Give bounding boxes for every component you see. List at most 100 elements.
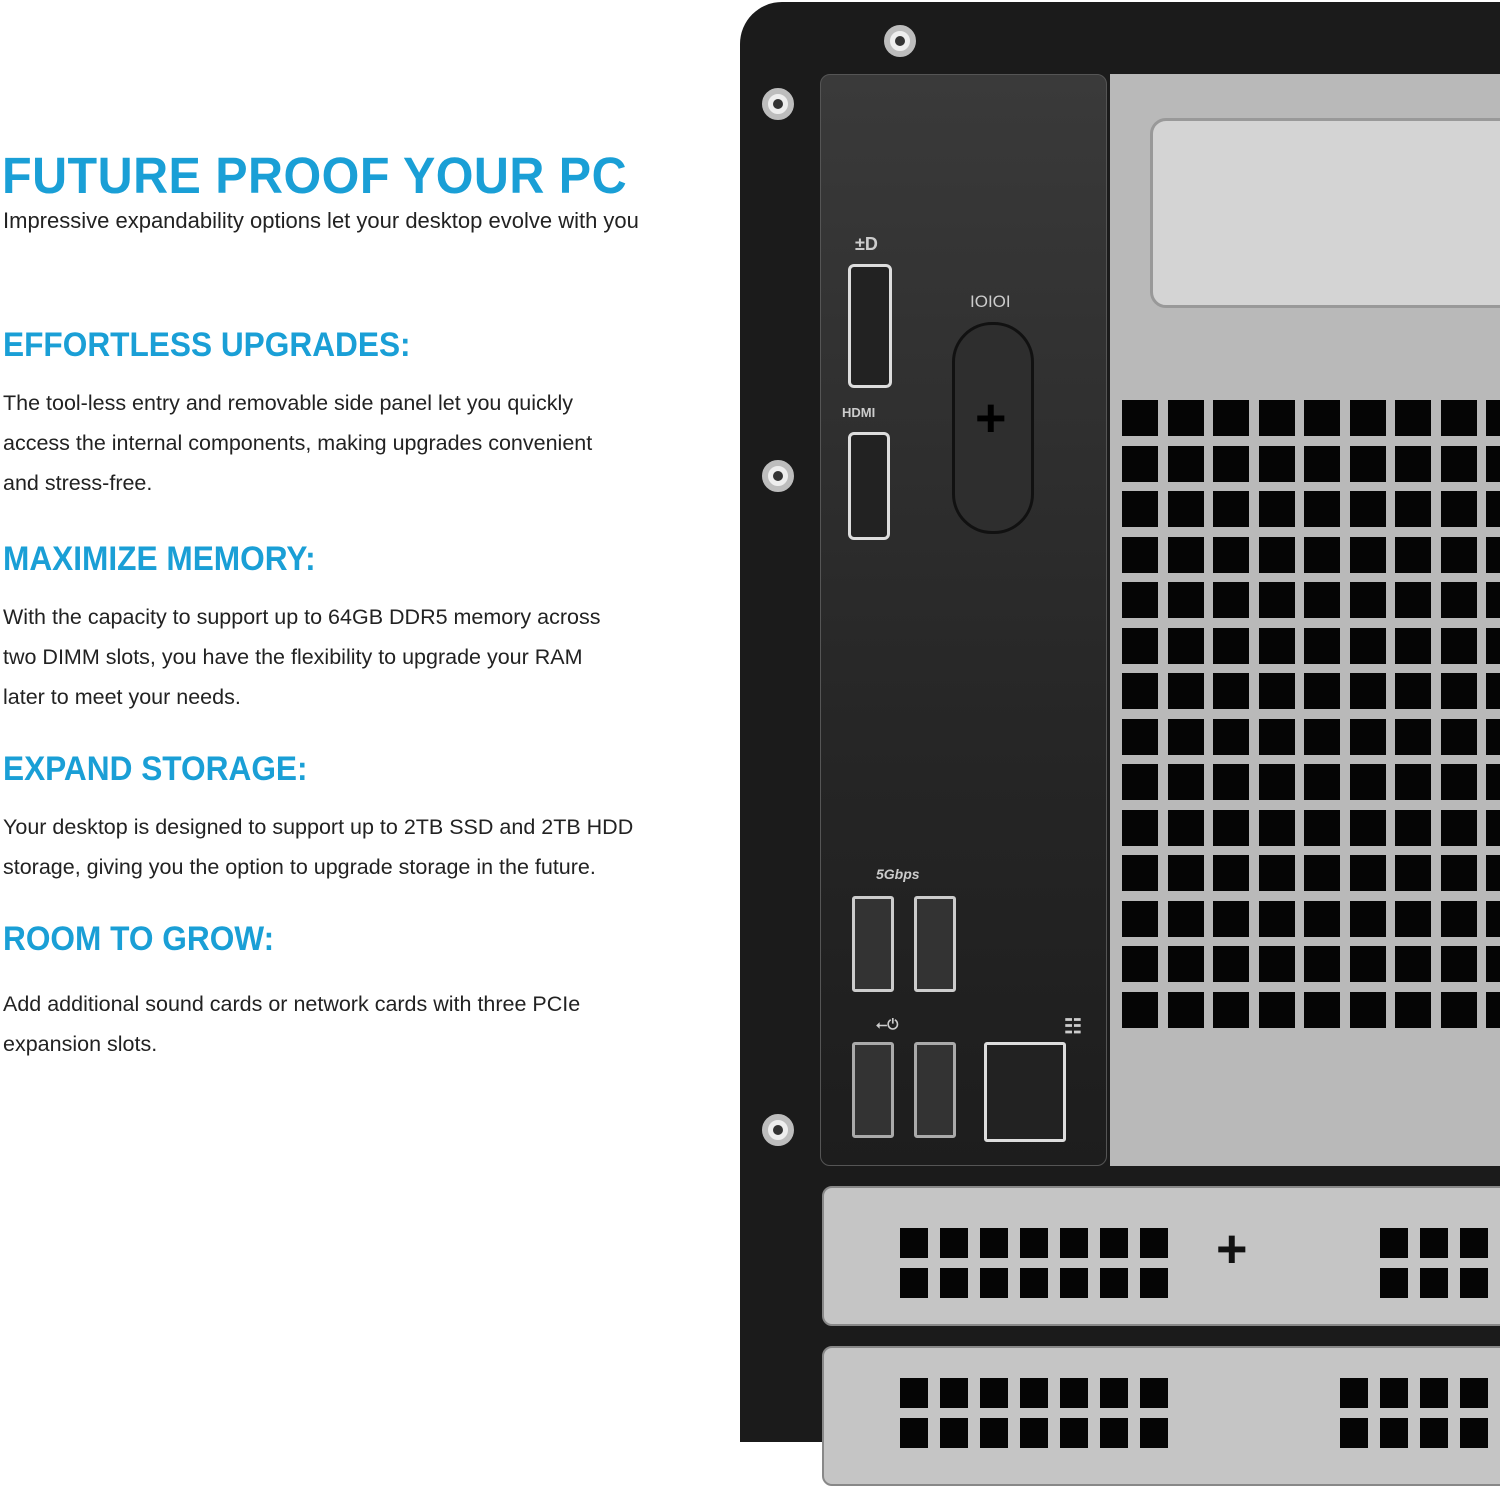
vent-hole — [1440, 718, 1477, 755]
vent-hole — [1395, 627, 1431, 664]
network-icon: ☷ — [1064, 1016, 1082, 1038]
screw-icon — [884, 25, 916, 57]
vent-hole — [1440, 582, 1477, 618]
vent-hole — [1122, 491, 1158, 527]
section-heading: EFFORTLESS UPGRADES: — [3, 326, 411, 364]
vent-hole — [1440, 536, 1477, 573]
vent-hole — [1349, 718, 1386, 755]
vent-hole — [1258, 764, 1295, 800]
vent-hole — [1167, 900, 1204, 937]
vent-hole — [1304, 991, 1340, 1028]
section-heading: ROOM TO GROW: — [3, 920, 275, 958]
vent-hole — [1440, 627, 1477, 664]
vent-hole — [1020, 1228, 1048, 1258]
section-body: Add additional sound cards or network ca… — [3, 984, 723, 1064]
vent-hole — [1167, 400, 1204, 436]
usb-speed-label: 5Gbps — [876, 866, 920, 882]
vent-hole — [1340, 1418, 1368, 1448]
vent-hole — [1395, 764, 1431, 800]
vent-hole — [1167, 536, 1204, 573]
vent-hole — [1167, 946, 1204, 982]
vent-hole — [1304, 536, 1340, 573]
vent-hole — [1122, 673, 1158, 709]
text-line: two DIMM slots, you have the flexibility… — [3, 645, 583, 669]
ethernet-port — [984, 1042, 1066, 1142]
vent-hole — [1486, 900, 1500, 937]
vent-hole — [1349, 400, 1386, 436]
vent-hole — [1020, 1378, 1048, 1408]
vent-hole — [900, 1228, 928, 1258]
vent-hole — [940, 1418, 968, 1448]
vent-hole — [1395, 400, 1431, 436]
vent-hole — [1122, 855, 1158, 891]
vent-hole — [1167, 582, 1204, 618]
screw-icon — [762, 88, 794, 120]
vent-hole — [1440, 946, 1477, 982]
vent-hole — [1460, 1268, 1488, 1298]
vent-hole — [1304, 673, 1340, 709]
vent-hole — [1486, 991, 1500, 1028]
vent-hole — [1213, 491, 1249, 527]
vent-hole — [1167, 855, 1204, 891]
vent-hole — [1122, 582, 1158, 618]
section-heading: EXPAND STORAGE: — [3, 750, 308, 788]
text-line: The tool-less entry and removable side p… — [3, 391, 574, 415]
vent-hole — [1395, 491, 1431, 527]
vent-hole — [1213, 991, 1249, 1028]
text-line: storage, giving you the option to upgrad… — [3, 855, 596, 879]
vent-hole — [1213, 536, 1249, 573]
vent-hole — [1440, 400, 1477, 436]
vent-hole — [1122, 900, 1158, 937]
vent-hole — [1304, 445, 1340, 482]
vent-hole — [1440, 491, 1477, 527]
vent-hole — [1020, 1268, 1048, 1298]
vent-hole — [1304, 764, 1340, 800]
vent-hole — [1122, 764, 1158, 800]
vent-hole — [1486, 718, 1500, 755]
vent-hole — [1486, 764, 1500, 800]
vent-hole — [980, 1268, 1008, 1298]
vent-hole — [1304, 491, 1340, 527]
vent-hole — [1213, 627, 1249, 664]
vent-hole — [1020, 1418, 1048, 1448]
page-subtitle: Impressive expandability options let you… — [3, 208, 639, 233]
vent-hole — [1167, 627, 1204, 664]
usb-port — [914, 1042, 956, 1138]
vent-hole — [1349, 900, 1386, 937]
plus-icon: + — [1216, 1219, 1248, 1279]
vent-hole — [1440, 855, 1477, 891]
vent-hole — [1486, 673, 1500, 709]
vent-hole — [1349, 764, 1386, 800]
vent-hole — [940, 1268, 968, 1298]
vent-hole — [1213, 900, 1249, 937]
vent-hole — [1380, 1378, 1408, 1408]
vent-hole — [1060, 1378, 1088, 1408]
handle-recess — [1150, 118, 1500, 308]
text-line: later to meet your needs. — [3, 685, 241, 709]
section-heading: MAXIMIZE MEMORY: — [3, 540, 316, 578]
vent-hole — [1140, 1268, 1168, 1298]
vent-hole — [1140, 1228, 1168, 1258]
vent-hole — [1440, 445, 1477, 482]
vent-hole — [1420, 1378, 1448, 1408]
vent-hole — [1060, 1228, 1088, 1258]
text-line: access the internal components, making u… — [3, 431, 593, 455]
vent-hole — [900, 1378, 928, 1408]
vent-hole — [1349, 946, 1386, 982]
vent-hole — [1140, 1378, 1168, 1408]
vent-hole — [1167, 673, 1204, 709]
section-body: Your desktop is designed to support up t… — [3, 807, 723, 887]
vent-hole — [1349, 855, 1386, 891]
vent-hole — [900, 1268, 928, 1298]
vent-hole — [1349, 536, 1386, 573]
text-line: Your desktop is designed to support up t… — [3, 815, 634, 839]
vent-hole — [1349, 809, 1386, 846]
vent-hole — [1122, 718, 1158, 755]
text-line: expansion slots. — [3, 1032, 158, 1056]
vent-hole — [1258, 445, 1295, 482]
vent-hole — [1258, 400, 1295, 436]
vent-hole — [1213, 809, 1249, 846]
vent-hole — [1258, 673, 1295, 709]
vent-hole — [1167, 764, 1204, 800]
vent-hole — [1349, 991, 1386, 1028]
